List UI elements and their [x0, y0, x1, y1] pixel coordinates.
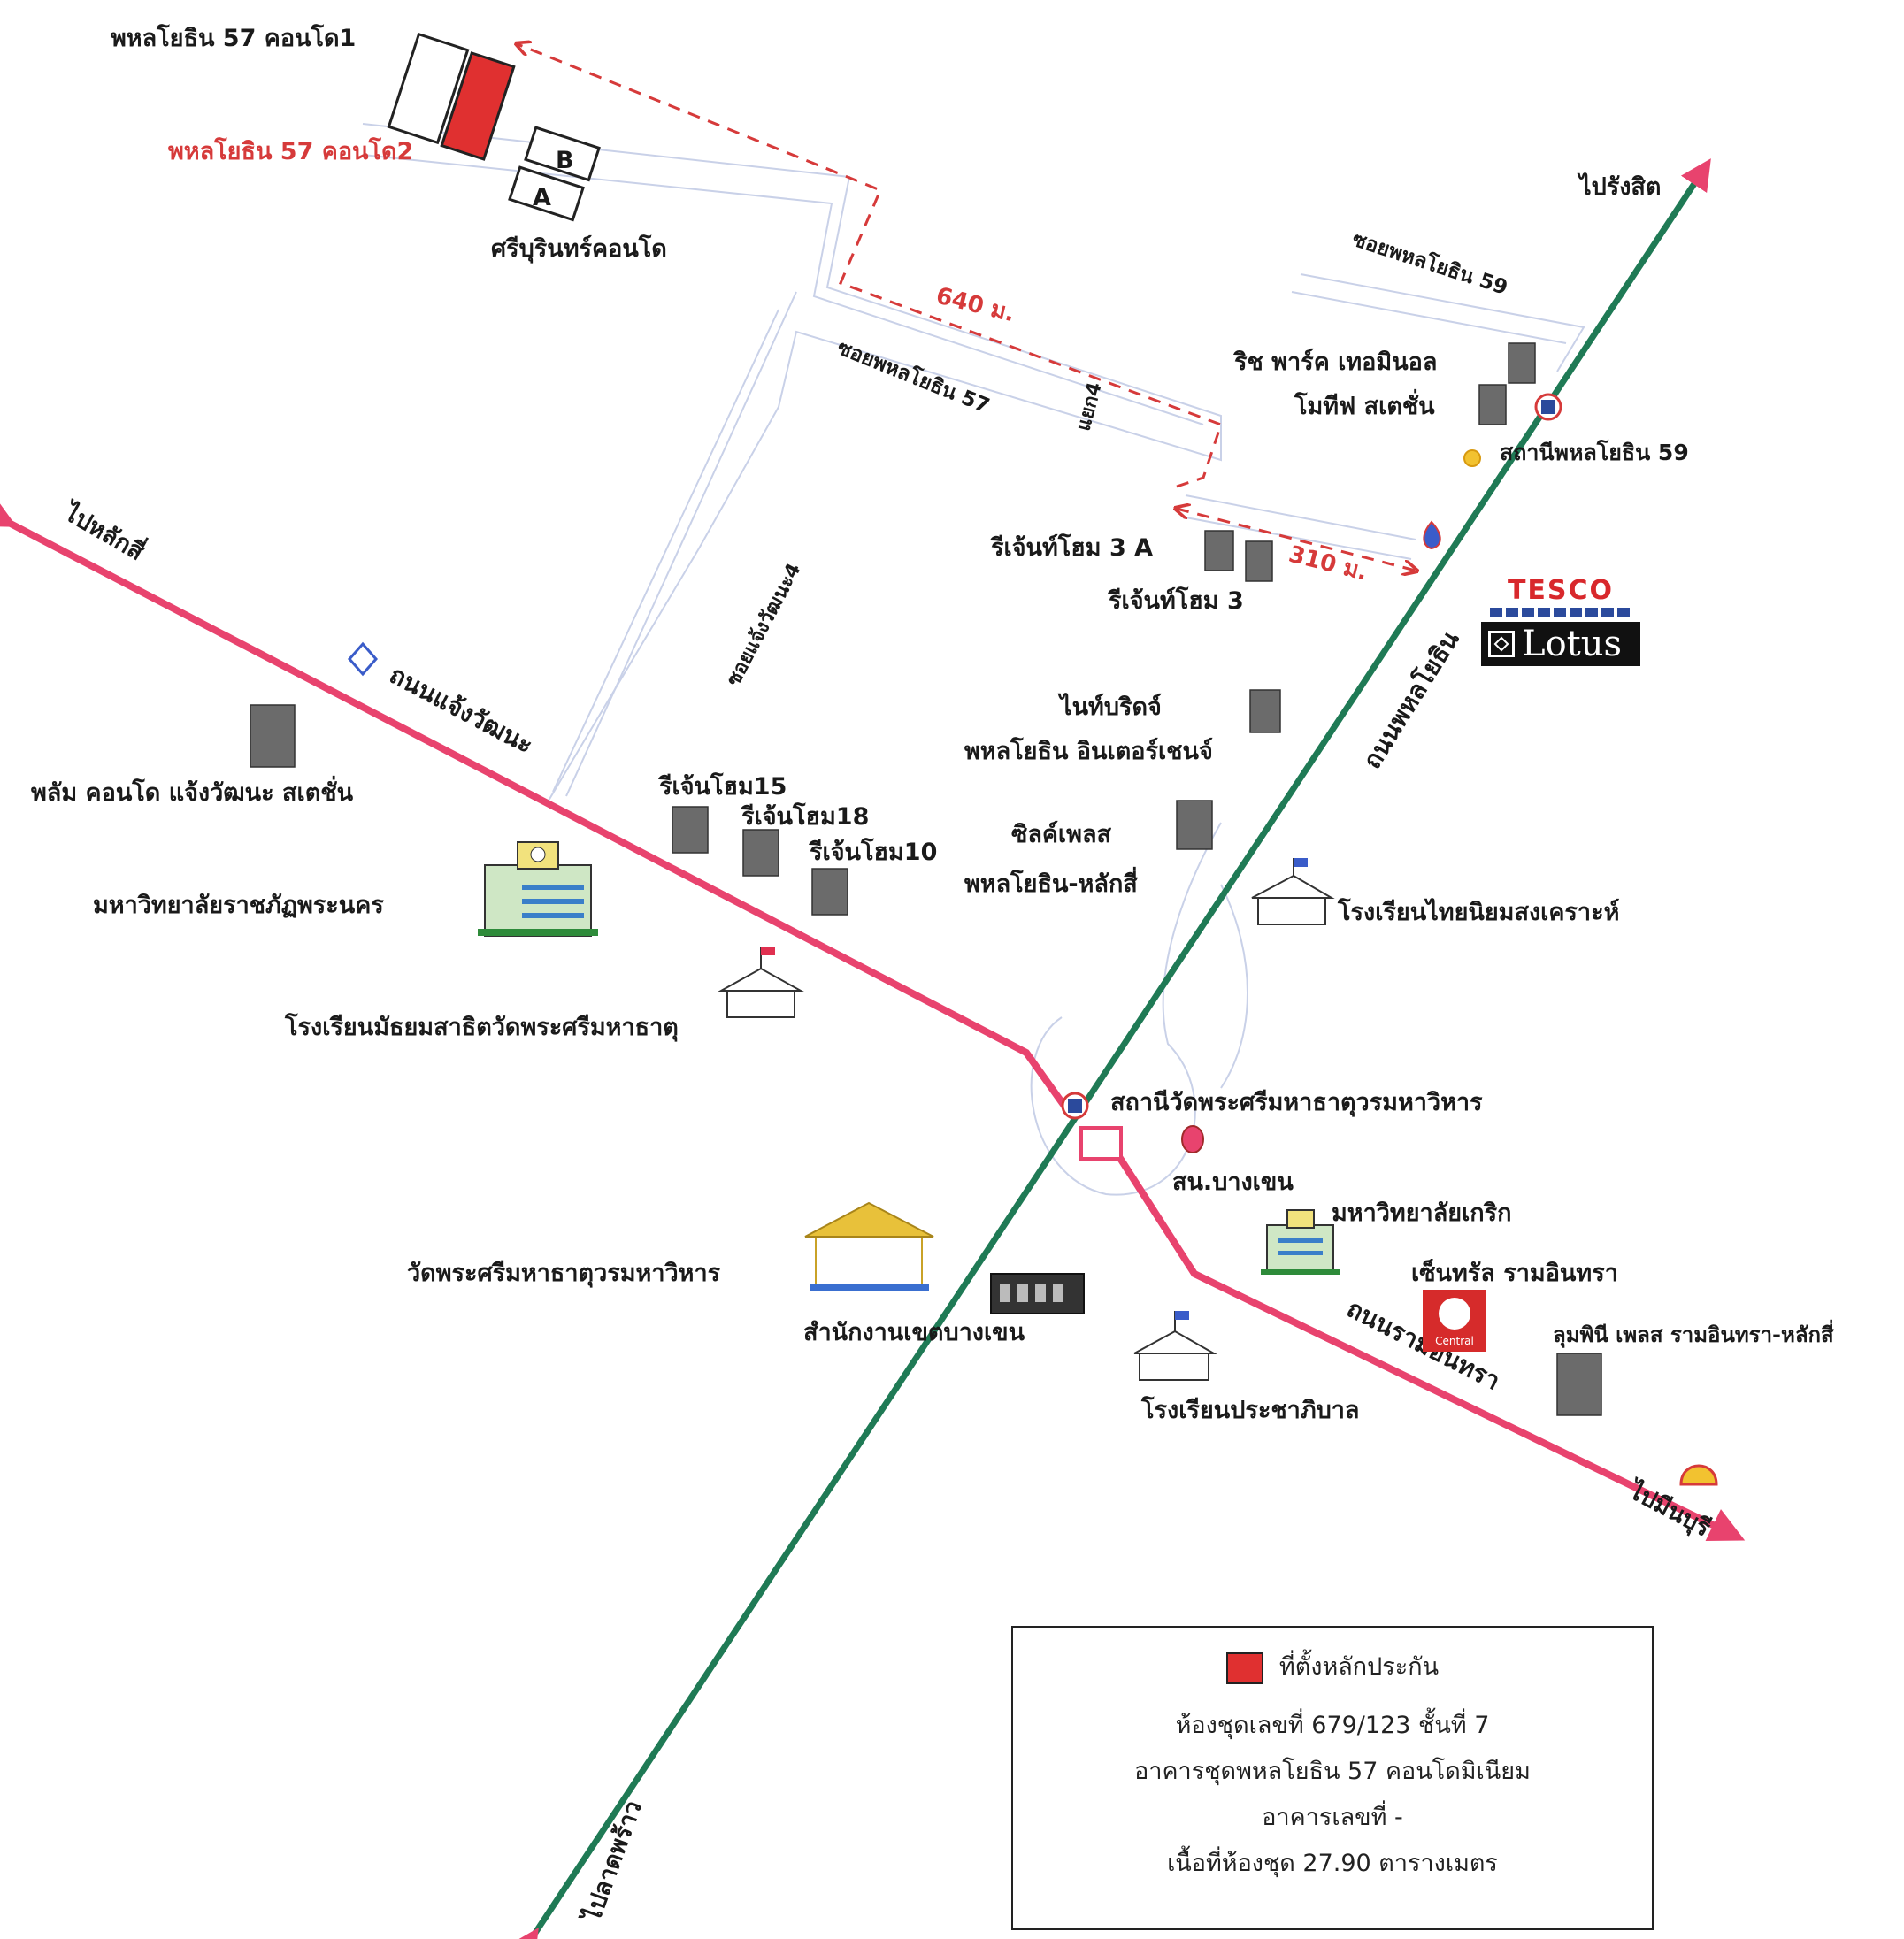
collateral-condo2-building — [440, 51, 516, 161]
srichaburin-label: ศรีบุรินทร์คอนโด — [491, 234, 667, 264]
station59-label: สถานีพหลโยธิน 59 — [1500, 439, 1689, 465]
lumpini-label: ลุมพินี เพลส รามอินทรา-หลักสี่ — [1553, 1319, 1834, 1349]
interchange-box-icon — [1079, 1126, 1123, 1161]
bts-station-59-icon — [1534, 393, 1562, 421]
mathayom-school-icon — [718, 947, 804, 1018]
regent3a-label: รีเจ้นท์โฮม 3 A — [990, 533, 1154, 562]
wat-temple-icon — [804, 1201, 934, 1291]
regent10-label: รีเจ้นโฮม10 — [809, 837, 938, 866]
kasem-label: มหาวิทยาลัยเกริก — [1332, 1199, 1512, 1227]
motif-tower-icon — [1478, 384, 1507, 425]
thainiyom-label: โรงเรียนไทยนิยมสงเคราะห์ — [1337, 897, 1619, 926]
silk-place-tower-icon — [1176, 800, 1213, 850]
collateral-swatch — [1225, 1652, 1263, 1684]
regent18-label: รีเจ้นโฮม18 — [741, 801, 870, 831]
condo1-building — [387, 32, 470, 145]
yaek4-label: แยก4 — [1072, 380, 1107, 433]
tesco-stripes — [1490, 608, 1631, 617]
police-station-icon — [1181, 1125, 1204, 1153]
thainiyom-school-icon — [1251, 858, 1335, 925]
legend-title: ที่ตั้งหลักประกัน — [1278, 1653, 1440, 1681]
lotus-text: Lotus — [1522, 624, 1623, 664]
regent10-tower-icon — [811, 868, 848, 916]
building-a — [508, 165, 585, 222]
lotus-icon — [1488, 631, 1515, 657]
prachapiban-label: โรงเรียนประชาภิบาล — [1140, 1395, 1359, 1424]
rajabhat-university-icon — [478, 841, 598, 937]
gas-station-icon — [1463, 449, 1481, 467]
motif-label: โมทีฟ สเตชั่น — [1294, 388, 1435, 420]
shell-icon — [1679, 1464, 1718, 1486]
legend-line-4: เนื้อที่ห้องชุด 27.90 ตารางเมตร — [1167, 1850, 1498, 1877]
wat-label: วัดพระศรีมหาธาตุวรมหาวิหาร — [407, 1260, 721, 1288]
collateral-legend: ที่ตั้งหลักประกัน ห้องชุดเลขที่ 679/123 … — [1011, 1626, 1654, 1930]
lumpini-tower-icon — [1556, 1353, 1602, 1416]
tower-icons — [250, 342, 1602, 1416]
ngamwong4-label: ซอยแจ้งวัฒนะ4 — [723, 560, 806, 690]
phahonyothin-label: ถนนพหลโยธิน — [1356, 625, 1465, 774]
plum-label: พลัม คอนโด แจ้งวัฒนะ สเตชั่น — [31, 775, 354, 807]
legend-line-1: ห้องชุดเลขที่ 679/123 ชั้นที่ 7 — [1175, 1712, 1490, 1739]
phahonyothin-road — [508, 158, 1711, 1939]
regent3-label: รีเจ้นท์โฮม 3 — [1108, 586, 1244, 615]
ramintra-road — [1111, 1147, 1746, 1542]
knightsbridge-label: ไนท์บริดจ์ — [1057, 693, 1162, 721]
route-640m — [518, 44, 1223, 488]
silk-place-label-2: พหลโยธิน-หลักสี่ — [964, 866, 1138, 898]
bts-station-wat-icon — [1061, 1092, 1089, 1120]
tesco-wordmark: TESCO — [1507, 575, 1615, 606]
central-label: เซ็นทรัล รามอินทรา — [1411, 1257, 1618, 1287]
regent3-tower-icon — [1245, 540, 1273, 582]
building-b-label: B — [556, 147, 574, 174]
rich-park-label: ริช พาร์ค เทอมินอล — [1233, 348, 1438, 376]
plum-tower-icon — [250, 704, 296, 768]
tesco-lotus-logo: TESCO Lotus — [1481, 575, 1640, 666]
soi-ngamwong4-road — [552, 291, 797, 797]
kasem-university-icon — [1261, 1209, 1340, 1275]
prachapiban-school-icon — [1133, 1311, 1217, 1381]
rich-park-tower-icon — [1508, 342, 1536, 384]
silk-place-label: ซิลค์เพลส — [1011, 820, 1112, 848]
regent3a-tower-icon — [1204, 530, 1234, 571]
police-label: สน.บางเขน — [1172, 1169, 1294, 1196]
lotus-wordmark: Lotus — [1481, 622, 1640, 666]
chaengwattana-road — [0, 494, 1074, 1117]
rajabhat-label: มหาวิทยาลัยราชภัฏพระนคร — [93, 892, 384, 919]
ptt-station-icon — [1423, 520, 1441, 550]
distance-640-label: 640 ม. — [933, 282, 1017, 327]
condo1-label: พหลโยธิน 57 คอนโด1 — [111, 23, 356, 52]
to-rangsit-label: ไปรังสิต — [1577, 172, 1661, 201]
knightsbridge-label-2: พหลโยธิน อินเตอร์เชนจ์ — [964, 736, 1213, 765]
legend-title-row: ที่ตั้งหลักประกัน — [1013, 1647, 1652, 1685]
district-office-icon — [990, 1273, 1085, 1314]
mathayom-label: โรงเรียนมัธยมสาธิตวัดพระศรีมหาธาตุ — [284, 1012, 679, 1042]
condo2-label: พหลโยธิน 57 คอนโด2 — [168, 136, 413, 165]
legend-line-3: อาคารเลขที่ - — [1262, 1804, 1403, 1831]
knightsbridge-tower-icon — [1249, 689, 1281, 733]
district-office-label: สำนักงานเขตบางเขน — [803, 1319, 1025, 1346]
legend-line-2: อาคารชุดพหลโยธิน 57 คอนโดมิเนียม — [1134, 1758, 1531, 1785]
building-a-label: A — [533, 184, 551, 211]
regent15-label: รีเจ้นโฮม15 — [658, 771, 787, 801]
station-wat-label: สถานีวัดพระศรีมหาธาตุวรมหาวิหาร — [1110, 1089, 1483, 1117]
regent18-tower-icon — [742, 829, 779, 877]
central-logo-text: Central — [1435, 1335, 1474, 1347]
chaengwattana-label: ถนนแจ้งวัฒนะ — [385, 660, 538, 760]
central-logo-icon: Central — [1423, 1290, 1486, 1352]
bank-icon — [347, 641, 379, 677]
building-b — [524, 126, 601, 182]
regent15-tower-icon — [672, 806, 709, 854]
